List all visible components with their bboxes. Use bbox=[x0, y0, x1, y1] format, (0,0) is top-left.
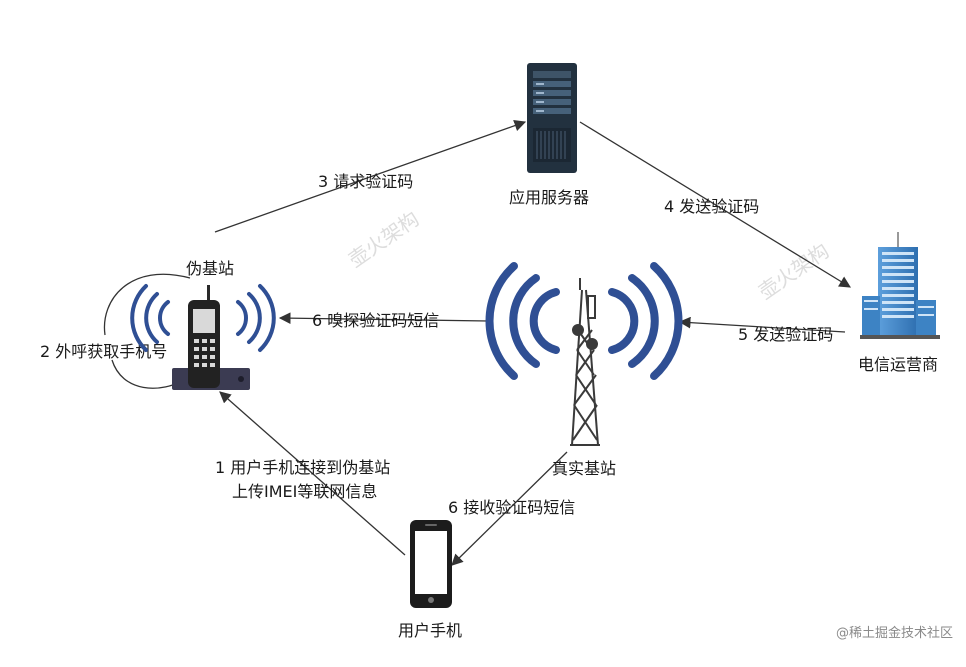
label-step-2: 2 外呼获取手机号 bbox=[40, 342, 167, 361]
server-icon bbox=[527, 63, 577, 173]
wifi-waves-icon bbox=[130, 284, 276, 352]
real-station-node: 真实基站 bbox=[485, 262, 683, 478]
label-step-3: 3 请求验证码 bbox=[318, 172, 413, 191]
edge-request-code bbox=[214, 120, 527, 233]
edge-send-code-to-carrier bbox=[579, 121, 851, 288]
broadcast-waves-icon bbox=[485, 262, 683, 380]
user-phone-node: 用户手机 bbox=[398, 520, 462, 640]
edge-sniff-sms bbox=[278, 312, 489, 325]
fake-station-label: 伪基站 bbox=[186, 259, 234, 278]
label-step-1-line2: 上传IMEI等联网信息 bbox=[232, 482, 377, 501]
edge-labels: 3 请求验证码 4 发送验证码 5 发送验证码 6 嗅探验证码短信 2 外呼获取… bbox=[40, 172, 833, 517]
fake-station-device-icon bbox=[172, 285, 250, 390]
label-step-5: 5 发送验证码 bbox=[738, 325, 833, 344]
fake-station-node: 伪基站 bbox=[130, 259, 276, 390]
smartphone-icon bbox=[410, 520, 452, 608]
label-step-6-sniff: 6 嗅探验证码短信 bbox=[312, 311, 439, 330]
watermark-text: 壶火架构 bbox=[754, 239, 833, 305]
label-step-1-line1: 1 用户手机连接到伪基站 bbox=[215, 458, 390, 477]
label-step-6-receive: 6 接收验证码短信 bbox=[448, 498, 575, 517]
edge-phone-connects-fake-station bbox=[219, 391, 406, 556]
edge-outbound-call-loop-top bbox=[103, 273, 191, 336]
watermark-text: 壶火架构 bbox=[344, 207, 423, 273]
server-node: 应用服务器 bbox=[509, 63, 589, 207]
edge-receive-sms bbox=[451, 451, 568, 566]
watermarks: 壶火架构 壶火架构 bbox=[344, 207, 833, 305]
edges bbox=[103, 120, 851, 566]
server-label: 应用服务器 bbox=[509, 188, 589, 207]
label-step-4: 4 发送验证码 bbox=[664, 197, 759, 216]
edge-carrier-to-station bbox=[678, 316, 846, 333]
cell-tower-icon bbox=[570, 278, 600, 446]
real-station-label: 真实基站 bbox=[552, 459, 616, 478]
building-icon bbox=[860, 232, 940, 339]
carrier-node: 电信运营商 bbox=[858, 232, 940, 374]
carrier-label: 电信运营商 bbox=[858, 355, 938, 374]
credit-text: @稀土掘金技术社区 bbox=[836, 625, 953, 641]
user-phone-label: 用户手机 bbox=[398, 621, 462, 640]
